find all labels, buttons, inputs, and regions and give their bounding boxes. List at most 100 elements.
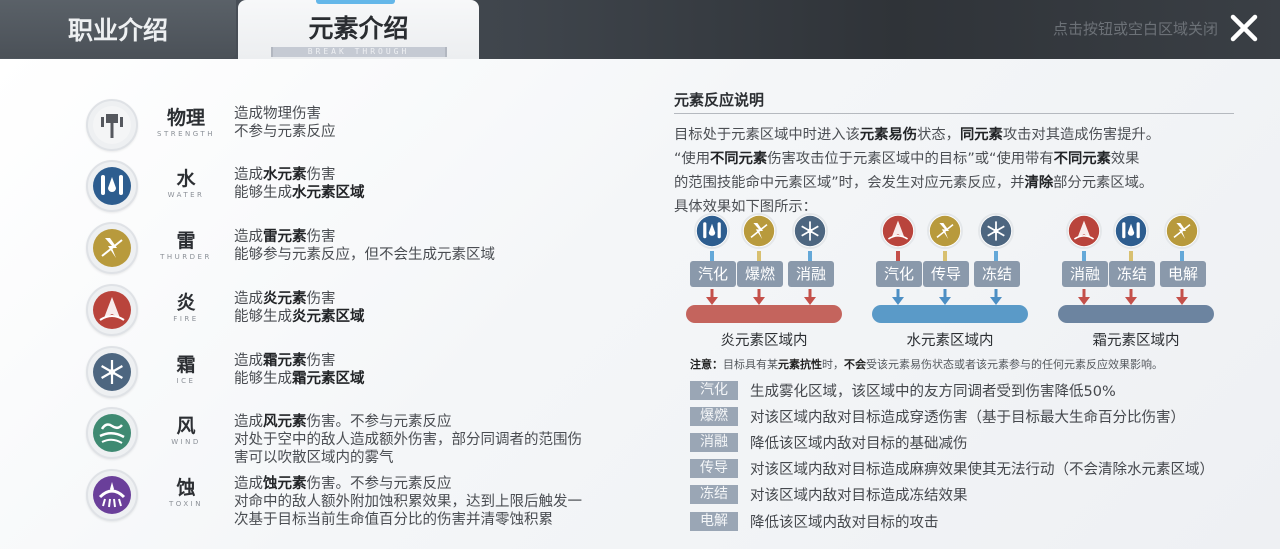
lightning-icon xyxy=(741,213,777,249)
arrow-down-icon xyxy=(753,289,765,305)
element-name: 水 WATER xyxy=(138,160,234,200)
reaction-tag: 冻结 xyxy=(974,261,1020,287)
reaction-tag: 爆燃 xyxy=(737,261,783,287)
reaction-effect: 对该区域内敌对目标造成麻痹效果使其无法行动（不会清除水元素区域） xyxy=(750,461,1214,478)
arrow-down-icon xyxy=(892,289,904,305)
reaction-diagram: 消融冻结电解霜元素区域内 xyxy=(1058,213,1218,353)
reaction-tag: 电解 xyxy=(690,511,738,531)
connector xyxy=(1082,251,1086,261)
tab-element-intro[interactable]: 元素介绍 BREAK THROUGH xyxy=(238,0,479,59)
water-drop-icon xyxy=(1113,213,1149,249)
reaction-tag: 传导 xyxy=(923,261,969,287)
element-name-en: WATER xyxy=(167,191,205,199)
flame-icon xyxy=(86,284,138,336)
connector xyxy=(757,251,761,261)
element-name-en: TOXIN xyxy=(169,500,203,508)
flame-icon xyxy=(880,213,916,249)
reaction-effect: 降低该区域内敌对目标的基础减伤 xyxy=(750,435,968,452)
reaction-row: 电解 降低该区域内敌对目标的攻击 xyxy=(690,511,939,531)
connector xyxy=(994,251,998,261)
element-name-cn: 炎 xyxy=(176,292,196,314)
element-description: 造成炎元素伤害能够生成炎元素区域 xyxy=(234,291,365,325)
element-description: 造成水元素伤害能够生成水元素区域 xyxy=(234,167,365,201)
close-button[interactable] xyxy=(1228,12,1260,44)
connector xyxy=(896,251,900,261)
element-description: 造成风元素伤害。不参与元素反应对处于空中的敌人造成额外伤害，部分同调者的范围伤害… xyxy=(234,414,582,466)
arrow-down-icon xyxy=(1078,289,1090,305)
element-row-toxin: 蚀 TOXIN 造成蚀元素伤害。不参与元素反应对命中的敌人额外附加蚀积累效果，达… xyxy=(86,469,646,528)
water-drop-icon xyxy=(694,213,730,249)
snowflake-icon xyxy=(978,213,1014,249)
close-icon xyxy=(1230,14,1258,42)
element-name: 蚀 TOXIN xyxy=(138,469,234,509)
element-row-ice: 霜 ICE 造成霜元素伤害能够生成霜元素区域 xyxy=(86,346,646,402)
zone-label: 水元素区域内 xyxy=(906,333,994,349)
reaction-effect: 对该区域内敌对目标造成穿透伤害（基于目标最大生命百分比伤害） xyxy=(750,409,1185,426)
tab-class-intro[interactable]: 职业介绍 xyxy=(0,0,236,58)
element-name-en: THURDER xyxy=(160,253,212,261)
reaction-tag: 爆燃 xyxy=(690,406,738,426)
reaction-tag: 消融 xyxy=(1062,261,1108,287)
top-bar: 职业介绍 元素介绍 BREAK THROUGH 点击按钮或空白区域关闭 xyxy=(0,0,1280,59)
reaction-tag: 电解 xyxy=(1160,261,1206,287)
element-description: 造成物理伤害不参与元素反应 xyxy=(234,106,336,140)
tab-subtitle: BREAK THROUGH xyxy=(270,46,447,57)
element-name-cn: 霜 xyxy=(176,354,196,376)
reaction-tag: 冻结 xyxy=(690,484,738,504)
element-row-strength: 物理 STRENGTH 造成物理伤害不参与元素反应 xyxy=(86,99,646,155)
reaction-tag: 汽化 xyxy=(690,261,736,287)
element-zone-bar xyxy=(1058,305,1214,323)
toxin-icon xyxy=(86,469,138,521)
lightning-icon xyxy=(86,222,138,274)
snowflake-icon xyxy=(792,213,828,249)
element-name-en: ICE xyxy=(176,377,196,385)
reaction-tag: 传导 xyxy=(690,458,738,478)
reaction-diagram: 汽化传导冻结水元素区域内 xyxy=(872,213,1032,353)
arrow-down-icon xyxy=(706,289,718,305)
element-name: 雷 THURDER xyxy=(138,222,234,262)
wind-swirl-icon xyxy=(86,407,138,459)
close-hint: 点击按钮或空白区域关闭 xyxy=(1052,20,1218,38)
water-drop-icon xyxy=(86,160,138,212)
element-zone-bar xyxy=(686,305,842,323)
element-row-fire: 炎 FIRE 造成炎元素伤害能够生成炎元素区域 xyxy=(86,284,646,340)
lightning-icon xyxy=(927,213,963,249)
reaction-description: 目标处于元素区域中时进入该元素易伤状态，同元素攻击对其造成伤害提升。“使用不同元… xyxy=(674,127,1161,215)
connector xyxy=(1180,251,1184,261)
arrow-down-icon xyxy=(990,289,1002,305)
element-zone-bar xyxy=(872,305,1028,323)
element-name-cn: 物理 xyxy=(166,107,205,129)
reaction-tag: 消融 xyxy=(690,432,738,452)
element-description: 造成雷元素伤害能够参与元素反应，但不会生成元素区域 xyxy=(234,229,495,263)
reaction-section-title: 元素反应说明 xyxy=(674,91,765,109)
arrow-down-icon xyxy=(1125,289,1137,305)
reaction-tag: 冻结 xyxy=(1109,261,1155,287)
active-tab-indicator xyxy=(316,0,395,4)
reaction-row: 冻结 对该区域内敌对目标造成冻结效果 xyxy=(690,484,968,504)
element-description: 造成蚀元素伤害。不参与元素反应对命中的敌人额外附加蚀积累效果，达到上限后触发一次… xyxy=(234,476,582,528)
element-name-en: FIRE xyxy=(173,315,199,323)
reaction-row: 汽化 生成雾化区域，该区域中的友方同调者受到伤害降低50% xyxy=(690,380,1116,400)
connector xyxy=(1129,251,1133,261)
element-row-thunder: 雷 THURDER 造成雷元素伤害能够参与元素反应，但不会生成元素区域 xyxy=(86,222,646,278)
element-name: 风 WIND xyxy=(138,407,234,447)
connector xyxy=(710,251,714,261)
reaction-tag: 消融 xyxy=(788,261,834,287)
reaction-tag: 汽化 xyxy=(690,380,738,400)
zone-label: 霜元素区域内 xyxy=(1092,333,1180,349)
element-name-cn: 蚀 xyxy=(176,477,196,499)
element-description: 造成霜元素伤害能够生成霜元素区域 xyxy=(234,353,365,387)
resistance-note: 注意：目标具有某元素抗性时，不会受该元素易伤状态或者该元素参与的任何元素反应效果… xyxy=(690,358,1163,371)
snowflake-icon xyxy=(86,346,138,398)
element-name: 炎 FIRE xyxy=(138,284,234,324)
content-panel[interactable]: 物理 STRENGTH 造成物理伤害不参与元素反应 水 WATER 造成水元素伤… xyxy=(0,59,1280,549)
element-name-en: WIND xyxy=(171,438,201,446)
element-name-cn: 水 xyxy=(176,168,196,190)
reaction-tag: 汽化 xyxy=(876,261,922,287)
arrow-down-icon xyxy=(939,289,951,305)
arrow-down-icon xyxy=(804,289,816,305)
tab-label: 职业介绍 xyxy=(67,16,168,45)
connector xyxy=(808,251,812,261)
tab-label: 元素介绍 xyxy=(308,13,409,43)
zone-label: 炎元素区域内 xyxy=(720,333,808,349)
